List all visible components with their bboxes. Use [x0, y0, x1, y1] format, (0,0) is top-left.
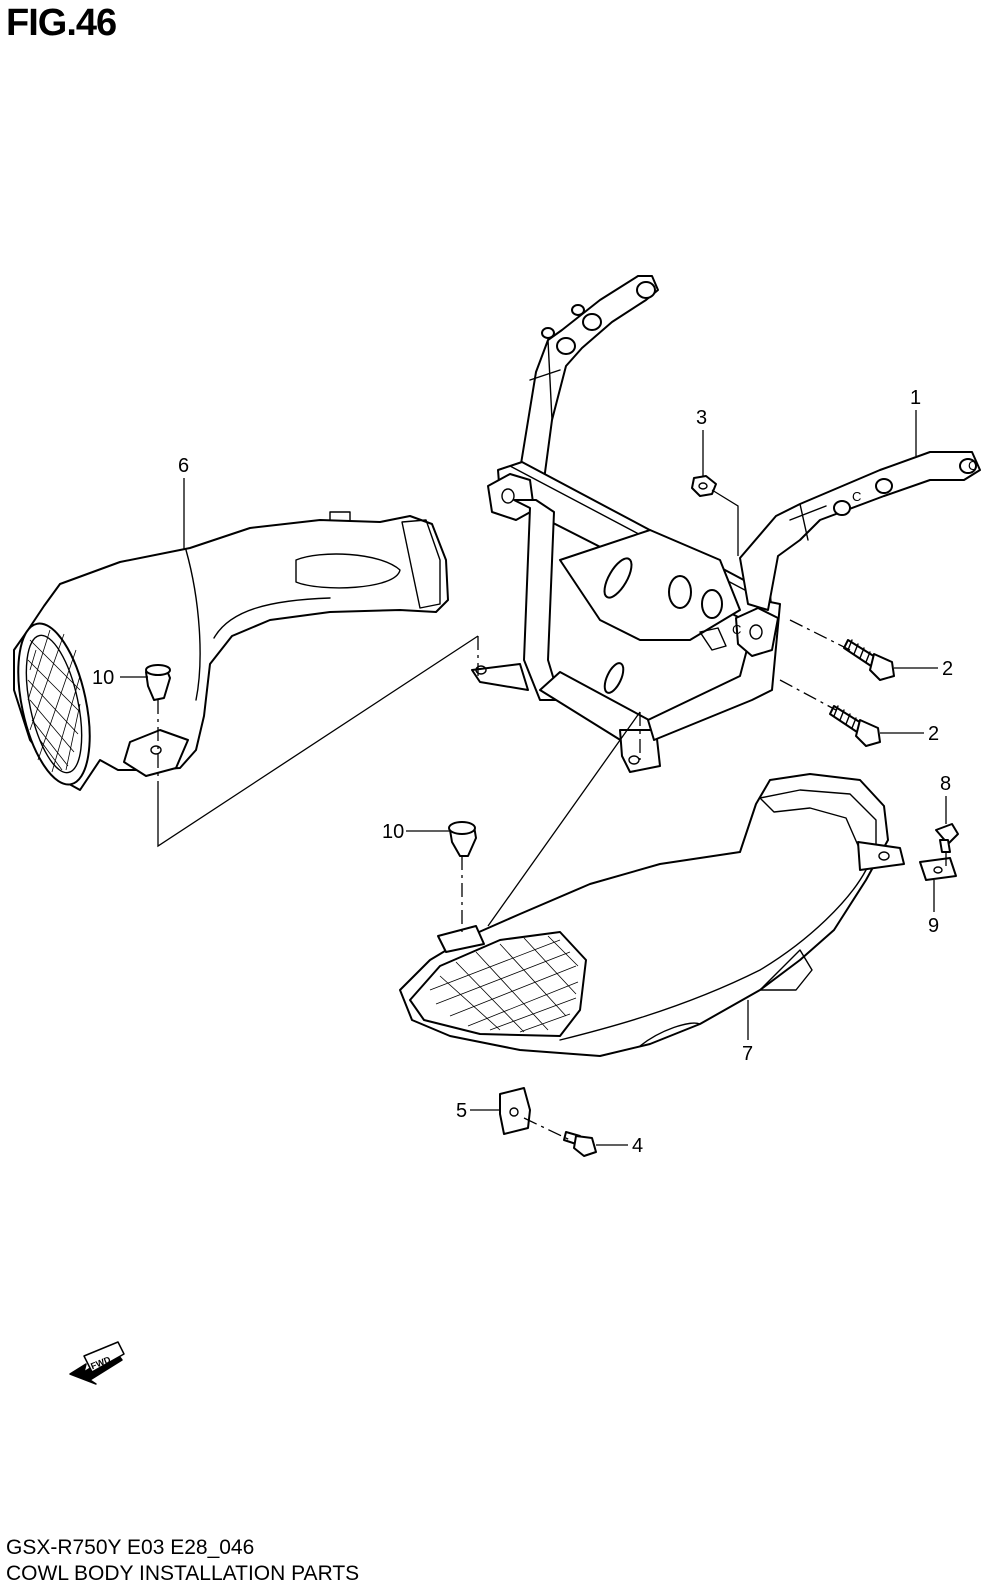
bracket-mark-c: C: [968, 458, 977, 473]
rivet-clip-part-10-lower[interactable]: [448, 821, 477, 857]
nut-clip-part-9[interactable]: [919, 857, 957, 881]
callout-7: 7: [742, 1043, 753, 1065]
callout-3: 3: [696, 407, 707, 429]
bracket-mark-c: C: [732, 622, 741, 637]
air-duct-left-part-6[interactable]: [6, 511, 449, 791]
leader-lines: [120, 410, 947, 1146]
callout-10-lower: 10: [382, 821, 404, 843]
bolt-part-2-upper[interactable]: [843, 639, 895, 681]
cowl-bracket-part-1[interactable]: C C C: [471, 275, 981, 773]
screw-part-8[interactable]: [935, 823, 959, 853]
callout-1: 1: [910, 387, 921, 409]
callout-2-upper: 2: [942, 658, 953, 680]
bolt-part-2-lower[interactable]: [829, 705, 881, 747]
callout-2-lower: 2: [928, 723, 939, 745]
screw-part-4[interactable]: [563, 1131, 597, 1157]
callout-9: 9: [928, 915, 939, 937]
rivet-clip-part-10-upper[interactable]: [145, 664, 171, 701]
air-duct-right-part-7[interactable]: [399, 773, 905, 1057]
callout-5: 5: [456, 1100, 467, 1122]
callout-4: 4: [632, 1135, 643, 1157]
callout-10-upper: 10: [92, 667, 114, 689]
model-code: GSX-R750Y E03 E28_046: [6, 1536, 255, 1559]
group-name: COWL BODY INSTALLATION PARTS: [6, 1562, 360, 1585]
forward-arrow-icon: FWD: [69, 1341, 125, 1385]
nut-part-3[interactable]: [691, 475, 717, 497]
clip-part-5[interactable]: [499, 1087, 531, 1135]
figure-title: FIG.46: [6, 2, 117, 44]
assembly-dash-lines: [157, 619, 947, 1141]
callout-6: 6: [178, 455, 189, 477]
callout-8: 8: [940, 773, 951, 795]
bracket-mark-c: C: [852, 489, 861, 504]
callout-numbers: 1 3 2 2 6 10 10 8 9 7 5 4: [92, 387, 953, 1157]
